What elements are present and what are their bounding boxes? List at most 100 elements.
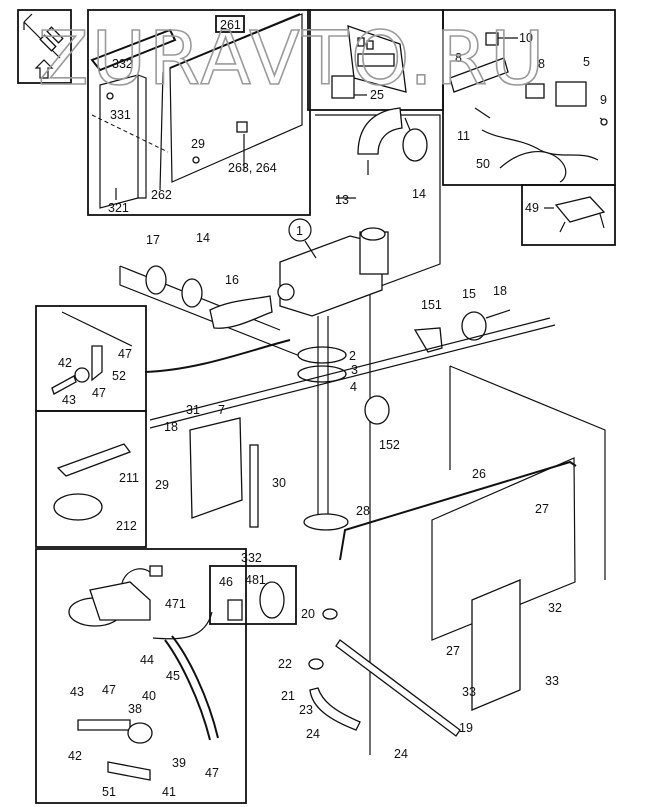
part-label: 9 (600, 93, 607, 107)
part-label: 40 (142, 689, 156, 703)
part-label: 29 (191, 137, 205, 151)
heater-assembly: 1 (119, 107, 606, 761)
part-label: 50 (476, 157, 490, 171)
part-label: 18 (164, 420, 178, 434)
part-label: 11 (457, 129, 470, 143)
part-label: 21 (281, 689, 295, 703)
part-label: 25 (370, 88, 384, 102)
switch-inset: 49 (521, 184, 616, 246)
pump-body (89, 581, 151, 621)
part-label: 151 (421, 298, 442, 312)
part-label: 262 (151, 188, 172, 202)
elbow-fitting (91, 345, 103, 382)
elbow-hose (357, 107, 403, 155)
fuel-pump-inset: 471 44 45 43 47 40 38 42 39 47 51 41 (35, 548, 247, 804)
part-label: 31 (186, 403, 200, 417)
part-label: 39 (172, 756, 186, 770)
grommet-15 (461, 311, 487, 341)
gasket (297, 346, 347, 364)
rear-panel (431, 457, 576, 641)
part-label: 10 (519, 31, 533, 45)
part-label: 47 (92, 386, 106, 400)
part-label: 45 (166, 669, 180, 683)
part-label: 5 (583, 55, 590, 69)
part-label: 38 (128, 702, 142, 716)
part-label: 23 (299, 703, 313, 717)
part-tag-261 (215, 15, 245, 33)
bracket-151 (413, 327, 443, 353)
part-label: 14 (412, 187, 426, 201)
part-label: 20 (301, 607, 315, 621)
heater-body (279, 235, 383, 317)
orientation-inset (17, 9, 72, 84)
part-label: 7 (218, 403, 225, 417)
part-label: 41 (162, 785, 176, 799)
part-label: 51 (102, 785, 116, 799)
intake-clamp (181, 278, 203, 308)
switch-unit (331, 75, 355, 99)
part-label: 17 (146, 233, 160, 247)
part-label: 44 (140, 653, 154, 667)
cover-32 (471, 579, 521, 711)
part-label: 1 (296, 224, 303, 238)
fitting-inset: 47 42 52 47 43 (35, 305, 147, 412)
plate-212 (53, 493, 103, 521)
part-label: 481 (245, 573, 266, 587)
control-unit (555, 81, 587, 107)
control-panel-inset: 25 (307, 9, 444, 111)
part-label: 2 (349, 349, 356, 363)
heater-callout (288, 218, 312, 242)
orientation-inset-frame (17, 9, 72, 84)
part-label: 47 (205, 766, 219, 780)
part-label: 24 (394, 747, 408, 761)
hose-clamp (402, 128, 428, 162)
part-label: 47 (102, 683, 116, 697)
part-label: 16 (225, 273, 239, 287)
part-label: 47 (118, 347, 132, 361)
orientation-arrow-icon (23, 13, 64, 79)
relay-cap (485, 32, 499, 46)
part-label: 8 (455, 51, 462, 65)
part-label: 32 (548, 601, 562, 615)
exhaust-pipe (335, 639, 461, 737)
part-label: 13 (335, 193, 349, 207)
intake-hose (209, 295, 273, 329)
part-label: 33 (545, 674, 559, 688)
part-label: 321 (108, 201, 129, 215)
part-label: 18 (493, 284, 507, 298)
part-label: 15 (462, 287, 476, 301)
mounting-plate (297, 365, 347, 383)
part-label: 261 (220, 18, 241, 32)
wall-bracket (189, 417, 243, 519)
part-label: 42 (58, 356, 72, 370)
part-label: 332 (112, 57, 133, 71)
part-label: 29 (155, 478, 169, 492)
bracket-51 (107, 761, 151, 781)
part-label: 19 (459, 721, 473, 735)
part-label: 42 (68, 749, 82, 763)
clamp-inset-frame (209, 565, 297, 625)
plates-inset: 211 212 (35, 410, 147, 548)
handle-bar (90, 28, 177, 72)
part-label: 211 (119, 471, 139, 485)
part-label: 4 (350, 380, 357, 394)
intake-grille (145, 265, 167, 295)
grommet-152 (364, 395, 390, 425)
switch-cover (554, 196, 606, 223)
part-label: 30 (272, 476, 286, 490)
panel-inset-frame (87, 9, 311, 216)
part-label: 212 (116, 519, 137, 533)
fuel-pump-38 (127, 722, 153, 744)
part-label: 43 (70, 685, 84, 699)
watermark: ZURAVTO.RU (38, 16, 547, 102)
part-label: 27 (535, 502, 549, 516)
fuel-line-assembly (77, 719, 131, 731)
part-label: 332 (241, 551, 262, 565)
part-label: 24 (306, 727, 320, 741)
clip-46 (227, 599, 243, 621)
clamp-inset: 46 481 (209, 565, 297, 625)
plates-inset-frame (35, 410, 147, 548)
part-label: 3 (351, 363, 358, 377)
part-label: 49 (525, 201, 539, 215)
